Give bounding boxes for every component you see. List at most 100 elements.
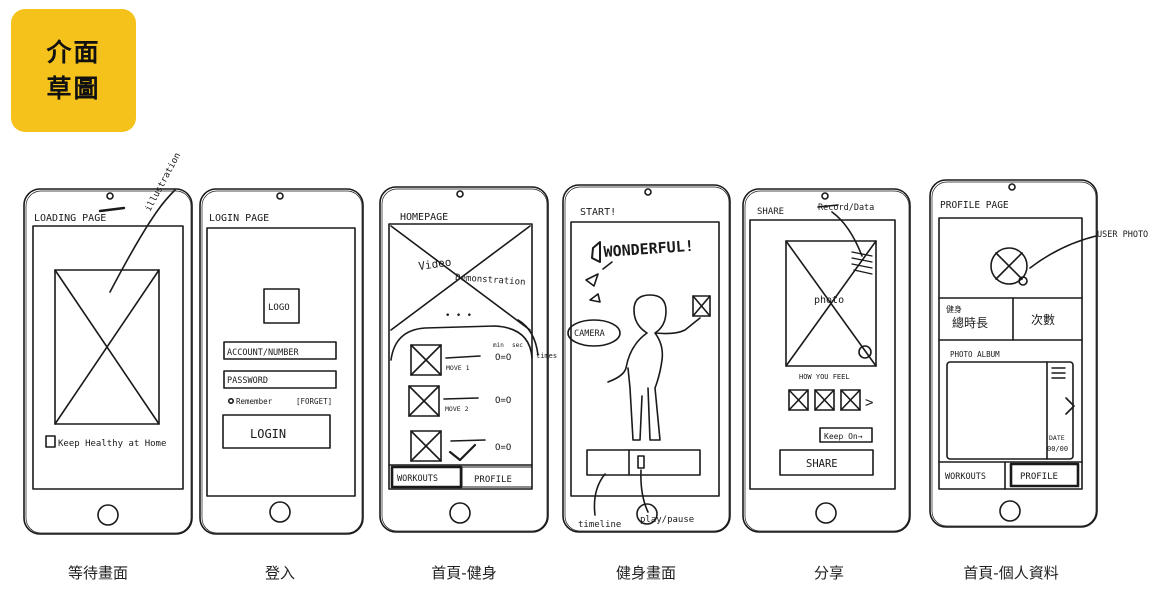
phone-body-echo: [381, 188, 548, 532]
feel-arrow: >: [865, 395, 873, 411]
title-scribble: [98, 206, 126, 213]
photo-cross-b: [785, 240, 877, 367]
phone-body-echo: [744, 190, 910, 532]
login-button[interactable]: [222, 414, 331, 449]
album-next-icon[interactable]: [1065, 397, 1075, 415]
loading-annotation: illustration: [144, 151, 183, 213]
share-button[interactable]: [779, 449, 874, 476]
phone-body: [199, 188, 364, 535]
keep-on-button[interactable]: [819, 427, 873, 443]
caption-workout: 健身畫面: [615, 564, 676, 582]
carousel-dots: • • •: [445, 311, 472, 321]
home-button: [636, 503, 658, 525]
figure-body: [607, 294, 701, 441]
phone-profile: [929, 179, 1098, 528]
feel-box-2[interactable]: [814, 389, 835, 411]
forget-text: [FORGET]: [296, 397, 332, 406]
badge-line-2: 草圖: [46, 73, 101, 103]
logo-box: [263, 288, 300, 324]
move-thumb-1: [410, 344, 442, 376]
tab-workouts-label: WORKOUTS: [397, 474, 438, 484]
timeline-bar[interactable]: [586, 449, 701, 476]
logo-text: LOGO: [268, 303, 290, 313]
thumb-2-cross-b: [408, 385, 440, 417]
phone-body: [742, 188, 911, 533]
profile-tab-workouts: WORKOUTS: [945, 472, 986, 482]
date-value: 00/00: [1047, 445, 1068, 453]
feel-2-cross-b: [814, 389, 835, 411]
thumb-1-cross-b: [410, 344, 442, 376]
headline-star: [591, 241, 601, 263]
phone-workout: [562, 184, 731, 533]
video-line-2: Demonstration: [455, 273, 526, 288]
date-label: DATE: [1049, 434, 1065, 442]
home-button: [999, 500, 1021, 522]
timeline-label: timeline: [578, 520, 621, 530]
caption-homepage: 首頁-健身: [431, 564, 497, 582]
phone-body-echo: [201, 190, 363, 534]
phone-screen: [32, 225, 184, 490]
play-pause-label: play/pause: [640, 515, 694, 525]
speaker-dot: [456, 190, 464, 198]
phone-screen: [749, 219, 896, 490]
phone-loading: [23, 188, 193, 535]
workout-headline: WONDERFUL!: [603, 237, 694, 261]
album-frame: [946, 361, 1074, 460]
feel-label: HOW YOU FEEL: [799, 373, 850, 381]
list-panel: [390, 325, 533, 361]
user-photo[interactable]: [990, 247, 1028, 285]
workout-title: START!: [580, 207, 616, 218]
times-arrow: [517, 319, 539, 356]
check-mark: [448, 443, 477, 462]
tab-profile[interactable]: [461, 466, 533, 488]
remember-checkbox[interactable]: [228, 397, 235, 404]
phone-body: [562, 184, 731, 533]
col-min: min: [493, 342, 504, 349]
phone-screen: [938, 217, 1083, 490]
home-button: [97, 504, 119, 526]
play-pause-button[interactable]: [637, 455, 645, 469]
phone-body-echo: [25, 190, 192, 534]
photo-scribble: [851, 251, 873, 275]
confetti-a: [585, 273, 599, 287]
user-photo-cross-b: [995, 252, 1023, 280]
col-sec: sec: [512, 342, 523, 349]
homepage-title: HOMEPAGE: [400, 212, 448, 223]
user-photo-badge: [1018, 276, 1028, 286]
timeline-arrow: [593, 473, 606, 516]
feel-1-cross-b: [788, 389, 809, 411]
illustration-placeholder: [54, 269, 160, 425]
speaker-dot: [276, 192, 284, 200]
video-cross-b: [390, 225, 531, 331]
camera-label: CAMERA: [574, 329, 605, 339]
home-button: [269, 501, 291, 523]
tab-profile-active[interactable]: [1009, 462, 1080, 488]
password-text: PASSWORD: [227, 376, 268, 386]
phone-body: [379, 186, 549, 533]
account-field[interactable]: [223, 341, 337, 360]
feel-box-3[interactable]: [840, 389, 861, 411]
feel-box-1[interactable]: [788, 389, 809, 411]
password-field[interactable]: [223, 370, 337, 389]
phone-screen: [206, 227, 356, 497]
total-time-label: 總時長: [952, 315, 988, 330]
confetti-c: [589, 293, 601, 303]
timer-1: O=O: [495, 353, 511, 363]
phone-login: [199, 188, 364, 535]
title-badge: 介面 草圖: [11, 9, 136, 132]
home-button: [815, 502, 837, 524]
move-2-line: [443, 397, 479, 400]
tab-profile-label: PROFILE: [474, 475, 512, 485]
album-label: PHOTO ALBUM: [950, 350, 1000, 359]
speaker-dot: [821, 192, 829, 200]
photo-action-icon[interactable]: [858, 345, 872, 359]
placeholder-cross-b: [54, 269, 160, 425]
move-1-label: MOVE 1: [446, 364, 470, 372]
move-thumb-2: [408, 385, 440, 417]
tab-workouts[interactable]: [390, 465, 463, 489]
caption-loading: 等待畫面: [67, 564, 128, 582]
login-title: LOGIN PAGE: [209, 213, 269, 224]
play-arrow: [640, 469, 649, 513]
album-lines: [1051, 367, 1066, 379]
